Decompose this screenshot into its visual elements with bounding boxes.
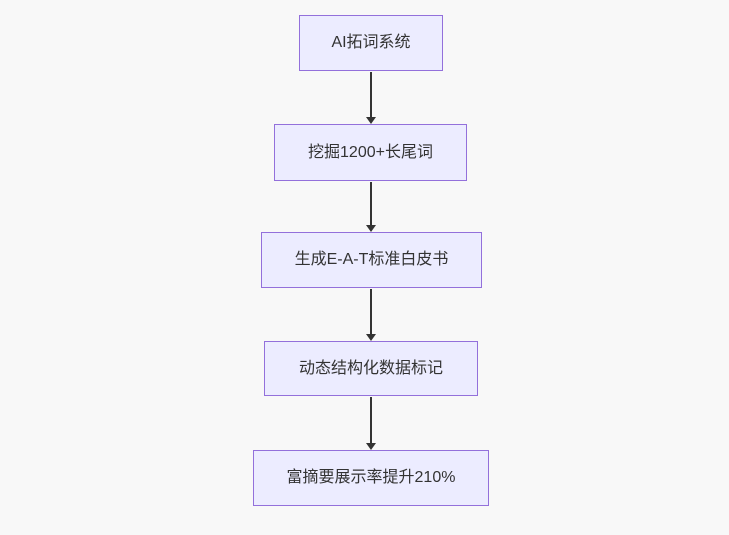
flow-node-label: 挖掘1200+长尾词 [308, 143, 433, 161]
flow-node-structured-data-markup: 动态结构化数据标记 [264, 341, 478, 396]
flow-node-label: 生成E-A-T标准白皮书 [294, 251, 449, 269]
flow-node-eat-whitepaper: 生成E-A-T标准白皮书 [261, 232, 482, 288]
flow-node-ai-keyword-system: AI拓词系统 [299, 15, 443, 71]
flow-node-label: 富摘要展示率提升210% [286, 469, 456, 487]
flow-node-label: AI拓词系统 [331, 34, 411, 52]
flow-arrow-2 [366, 182, 376, 232]
flow-arrow-4 [366, 397, 376, 450]
flow-node-label: 动态结构化数据标记 [298, 359, 443, 377]
flow-arrow-1 [366, 72, 376, 124]
flow-arrow-3 [366, 289, 376, 341]
flow-node-longtail-mining: 挖掘1200+长尾词 [274, 124, 467, 181]
flow-node-rich-snippet-result: 富摘要展示率提升210% [253, 450, 489, 506]
